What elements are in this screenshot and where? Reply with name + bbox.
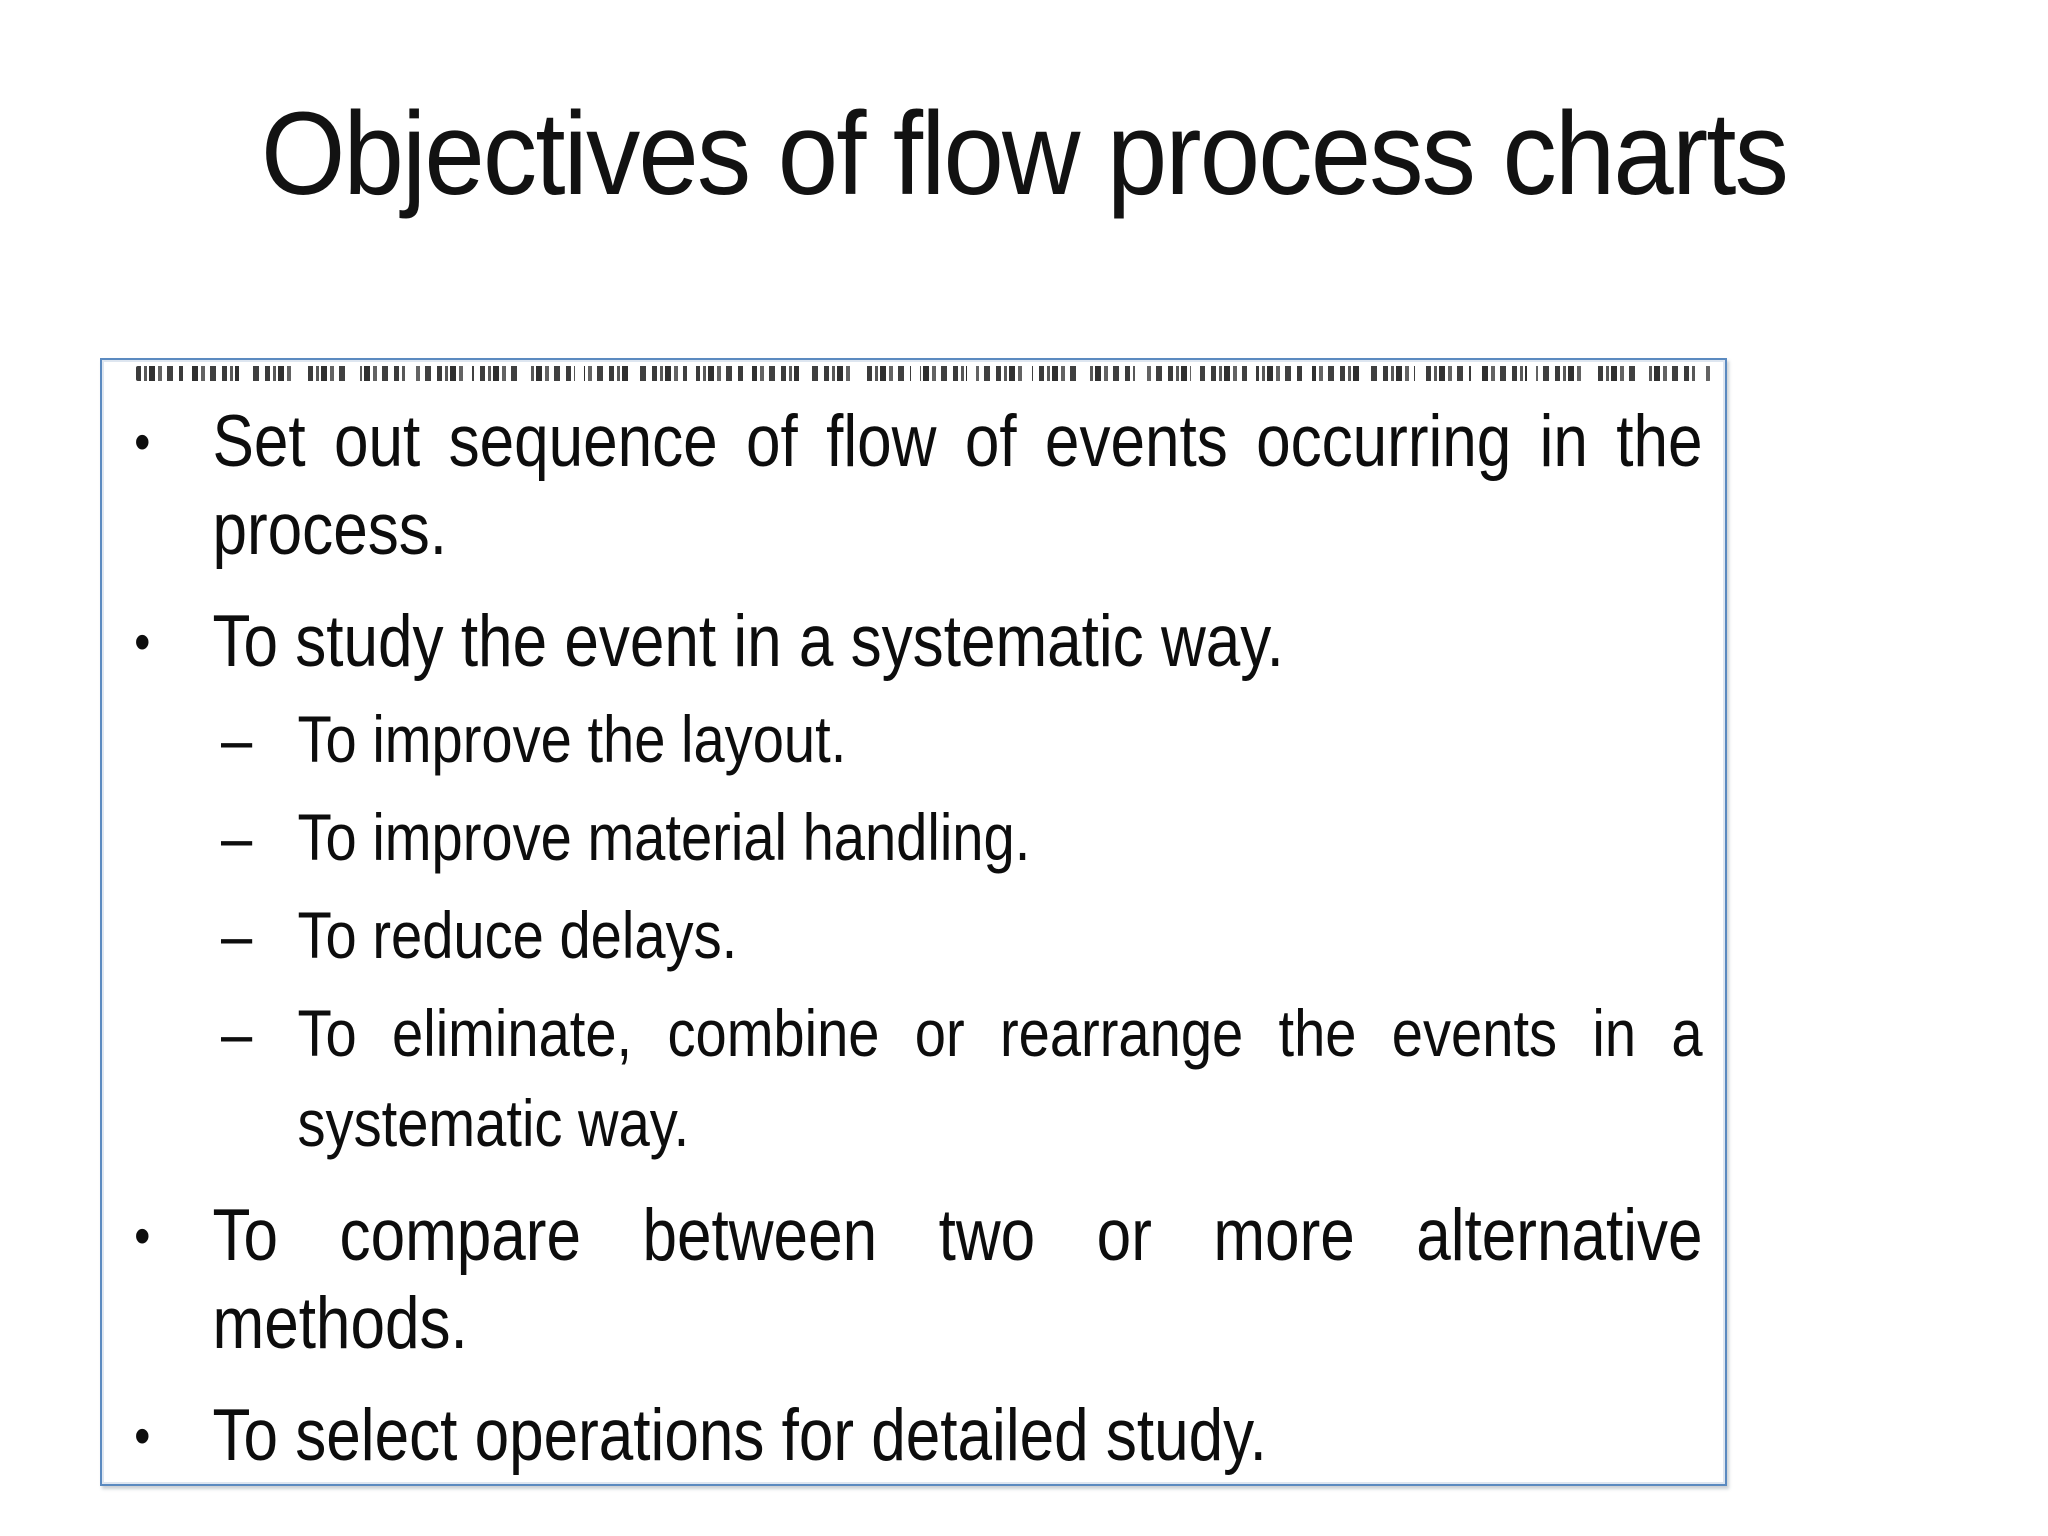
bullet-line: systematic way. xyxy=(297,1086,690,1160)
bullet-marker: • xyxy=(134,1406,151,1466)
sub-bullet-item: – To improve the layout. xyxy=(102,694,1703,784)
bullet-line: methods. xyxy=(212,1283,468,1364)
bullet-line: process. xyxy=(212,489,448,570)
sub-bullet-item: – To improve material handling. xyxy=(102,792,1703,882)
clipped-text-artifact xyxy=(136,366,1711,381)
dash-marker: – xyxy=(221,800,253,874)
bullet-item: • To select operations for detailed stud… xyxy=(102,1392,1703,1480)
bullet-line: To eliminate, combine or rearrange the e… xyxy=(297,996,1703,1070)
sub-bullet-item: – To eliminate, combine or rearrange the… xyxy=(102,988,1703,1168)
bullet-line: To reduce delays. xyxy=(297,898,738,972)
bullet-line: Set out sequence of flow of events occur… xyxy=(212,401,1703,482)
bullet-line: To compare between two or more alternati… xyxy=(212,1195,1703,1276)
sub-bullet-item: – To reduce delays. xyxy=(102,890,1703,980)
bullet-line: To select operations for detailed study. xyxy=(212,1395,1267,1476)
bullet-list: • Set out sequence of flow of events occ… xyxy=(102,360,1725,1480)
slide-title: Objectives of flow process charts xyxy=(260,88,1789,220)
bullet-item: • To compare between two or more alterna… xyxy=(102,1192,1703,1368)
dash-marker: – xyxy=(221,702,253,776)
bullet-item: • To study the event in a systematic way… xyxy=(102,598,1703,686)
bullet-marker: • xyxy=(134,1206,151,1266)
dash-marker: – xyxy=(221,996,253,1070)
content-box: • Set out sequence of flow of events occ… xyxy=(100,358,1727,1486)
bullet-line: To study the event in a systematic way. xyxy=(212,601,1284,682)
bullet-marker: • xyxy=(134,412,151,472)
bullet-line: To improve the layout. xyxy=(297,702,847,776)
bullet-line: To improve material handling. xyxy=(297,800,1031,874)
dash-marker: – xyxy=(221,898,253,972)
bullet-marker: • xyxy=(134,612,151,672)
bullet-item: • Set out sequence of flow of events occ… xyxy=(102,398,1703,574)
